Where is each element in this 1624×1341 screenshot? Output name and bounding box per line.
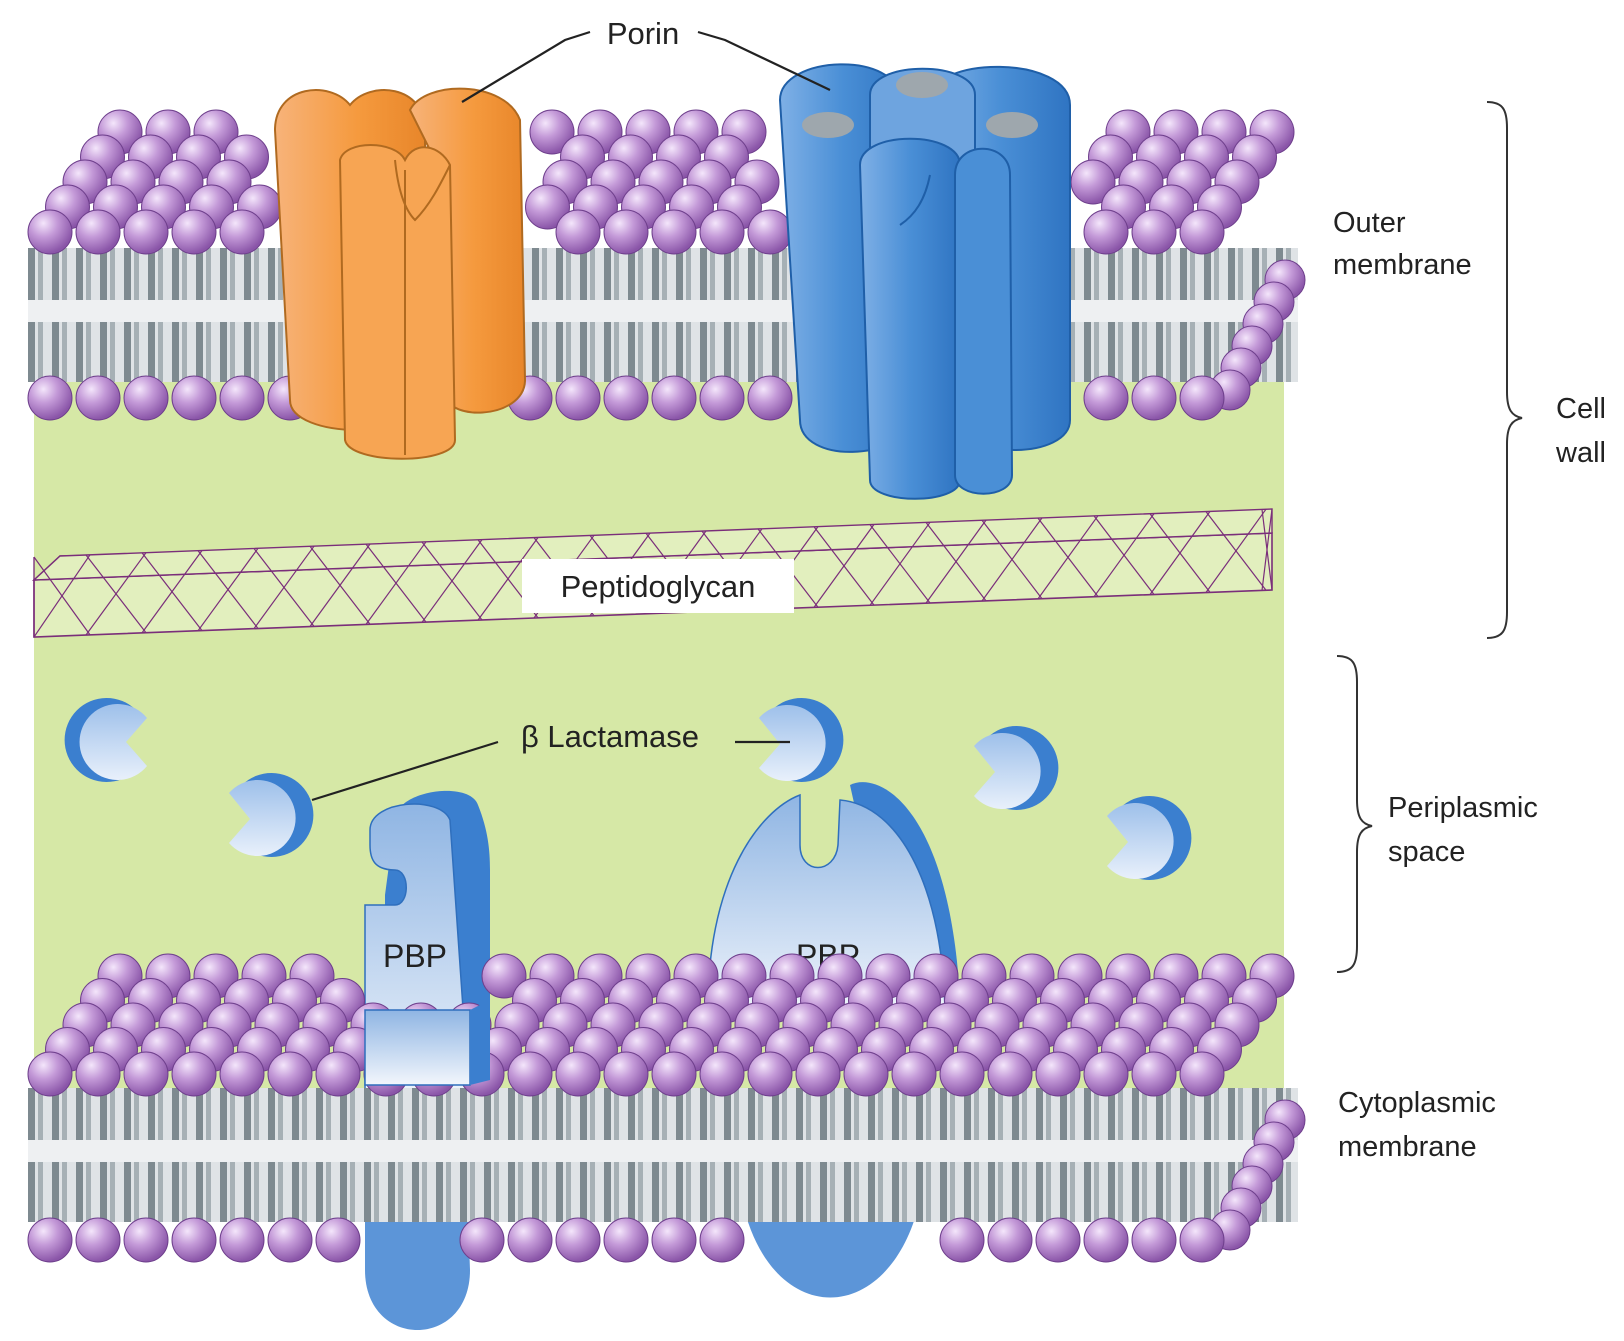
lipid-head xyxy=(700,1218,744,1262)
porin-orange xyxy=(275,89,525,459)
cytoplasmic-membrane-label-line1: Cytoplasmic xyxy=(1338,1087,1496,1119)
lipid-head xyxy=(124,210,168,254)
lipid-head xyxy=(316,1052,360,1096)
lipid-head xyxy=(748,376,792,420)
lipid-head xyxy=(1180,1218,1224,1262)
lipid-head xyxy=(556,210,600,254)
periplasmic-brace xyxy=(1337,656,1372,972)
cell-wall-brace xyxy=(1487,102,1522,638)
porin-label: Porin xyxy=(607,16,679,51)
outer-membrane-label-line2: membrane xyxy=(1333,249,1472,281)
lipid-head xyxy=(1132,1218,1176,1262)
lipid-head xyxy=(508,1218,552,1262)
lipid-head xyxy=(76,1052,120,1096)
cytoplasmic-membrane-label-line2: membrane xyxy=(1338,1131,1477,1163)
lipid-head xyxy=(700,1052,744,1096)
lipid-head xyxy=(796,1052,840,1096)
lipid-head xyxy=(988,1052,1032,1096)
lipid-head xyxy=(316,1218,360,1262)
porin-leader-left xyxy=(462,32,590,102)
lipid-head xyxy=(172,1052,216,1096)
lipid-head xyxy=(1036,1218,1080,1262)
outer-membrane-midline xyxy=(28,300,1298,322)
lipid-head xyxy=(604,376,648,420)
lipid-head xyxy=(652,1218,696,1262)
lipid-head xyxy=(1084,376,1128,420)
peptidoglycan-label: Peptidoglycan xyxy=(561,569,756,604)
cell-wall-label-line2: wall xyxy=(1555,437,1606,469)
lipid-head xyxy=(556,1218,600,1262)
lipid-head xyxy=(28,210,72,254)
outer-membrane-label-line1: Outer xyxy=(1333,207,1406,239)
outer-membrane xyxy=(28,110,1305,420)
beta-lactamase-label: β Lactamase xyxy=(521,719,699,754)
lipid-head xyxy=(268,1052,312,1096)
pbp-left-label: PBP xyxy=(383,938,447,974)
lipid-head xyxy=(1036,1052,1080,1096)
lipid-head xyxy=(1132,1052,1176,1096)
lipid-head xyxy=(1180,210,1224,254)
porin-blue xyxy=(780,64,1070,498)
lipid-head xyxy=(604,1052,648,1096)
lipid-head xyxy=(124,376,168,420)
lipid-head xyxy=(1084,210,1128,254)
pbp-left-stem xyxy=(365,1000,490,1085)
lipid-head xyxy=(652,376,696,420)
lipid-head xyxy=(76,1218,120,1262)
cytoplasmic-tails-bottom xyxy=(28,1162,1298,1222)
lipid-head xyxy=(172,210,216,254)
outer-membrane-tails-top xyxy=(28,248,1298,302)
lipid-head xyxy=(940,1218,984,1262)
lipid-head xyxy=(556,376,600,420)
outer-membrane-top-heads xyxy=(28,110,1294,254)
lipid-head xyxy=(460,1218,504,1262)
lipid-head xyxy=(988,1218,1032,1262)
porin-callout: Porin xyxy=(462,16,830,102)
cytoplasmic-midline xyxy=(28,1140,1298,1162)
lipid-head xyxy=(124,1052,168,1096)
lipid-head xyxy=(1132,210,1176,254)
lipid-head xyxy=(172,1218,216,1262)
lipid-head xyxy=(220,1052,264,1096)
lipid-head xyxy=(28,1052,72,1096)
cytoplasmic-membrane xyxy=(28,954,1305,1262)
lipid-head xyxy=(124,1218,168,1262)
lipid-head xyxy=(220,210,264,254)
periplasmic-label-line1: Periplasmic xyxy=(1388,792,1538,824)
cytoplasmic-bottom-heads xyxy=(28,1218,1224,1262)
lipid-head xyxy=(844,1052,888,1096)
lipid-head xyxy=(28,376,72,420)
lipid-head xyxy=(508,1052,552,1096)
periplasmic-label-line2: space xyxy=(1388,836,1465,868)
lipid-head xyxy=(76,210,120,254)
lipid-head xyxy=(1084,1218,1128,1262)
lipid-head xyxy=(556,1052,600,1096)
lipid-head xyxy=(700,376,744,420)
lipid-head xyxy=(1132,376,1176,420)
lipid-head xyxy=(652,210,696,254)
lipid-head xyxy=(748,210,792,254)
lipid-head xyxy=(700,210,744,254)
cell-wall-label-line1: Cell xyxy=(1556,393,1606,425)
lipid-head xyxy=(1084,1052,1128,1096)
lipid-head xyxy=(172,376,216,420)
lipid-head xyxy=(220,376,264,420)
lipid-head xyxy=(940,1052,984,1096)
lipid-head xyxy=(604,1218,648,1262)
lipid-head xyxy=(1180,376,1224,420)
lipid-head xyxy=(220,1218,264,1262)
outer-membrane-tails-bottom xyxy=(28,322,1298,382)
lipid-head xyxy=(28,1218,72,1262)
lipid-head xyxy=(892,1052,936,1096)
lipid-head xyxy=(76,376,120,420)
lipid-head xyxy=(1180,1052,1224,1096)
lipid-head xyxy=(268,1218,312,1262)
lipid-head xyxy=(604,210,648,254)
porin-leader-right xyxy=(698,32,830,90)
lipid-head xyxy=(748,1052,792,1096)
lipid-head xyxy=(652,1052,696,1096)
side-labels: Outer membrane Cell wall Periplasmic spa… xyxy=(1333,102,1606,1163)
